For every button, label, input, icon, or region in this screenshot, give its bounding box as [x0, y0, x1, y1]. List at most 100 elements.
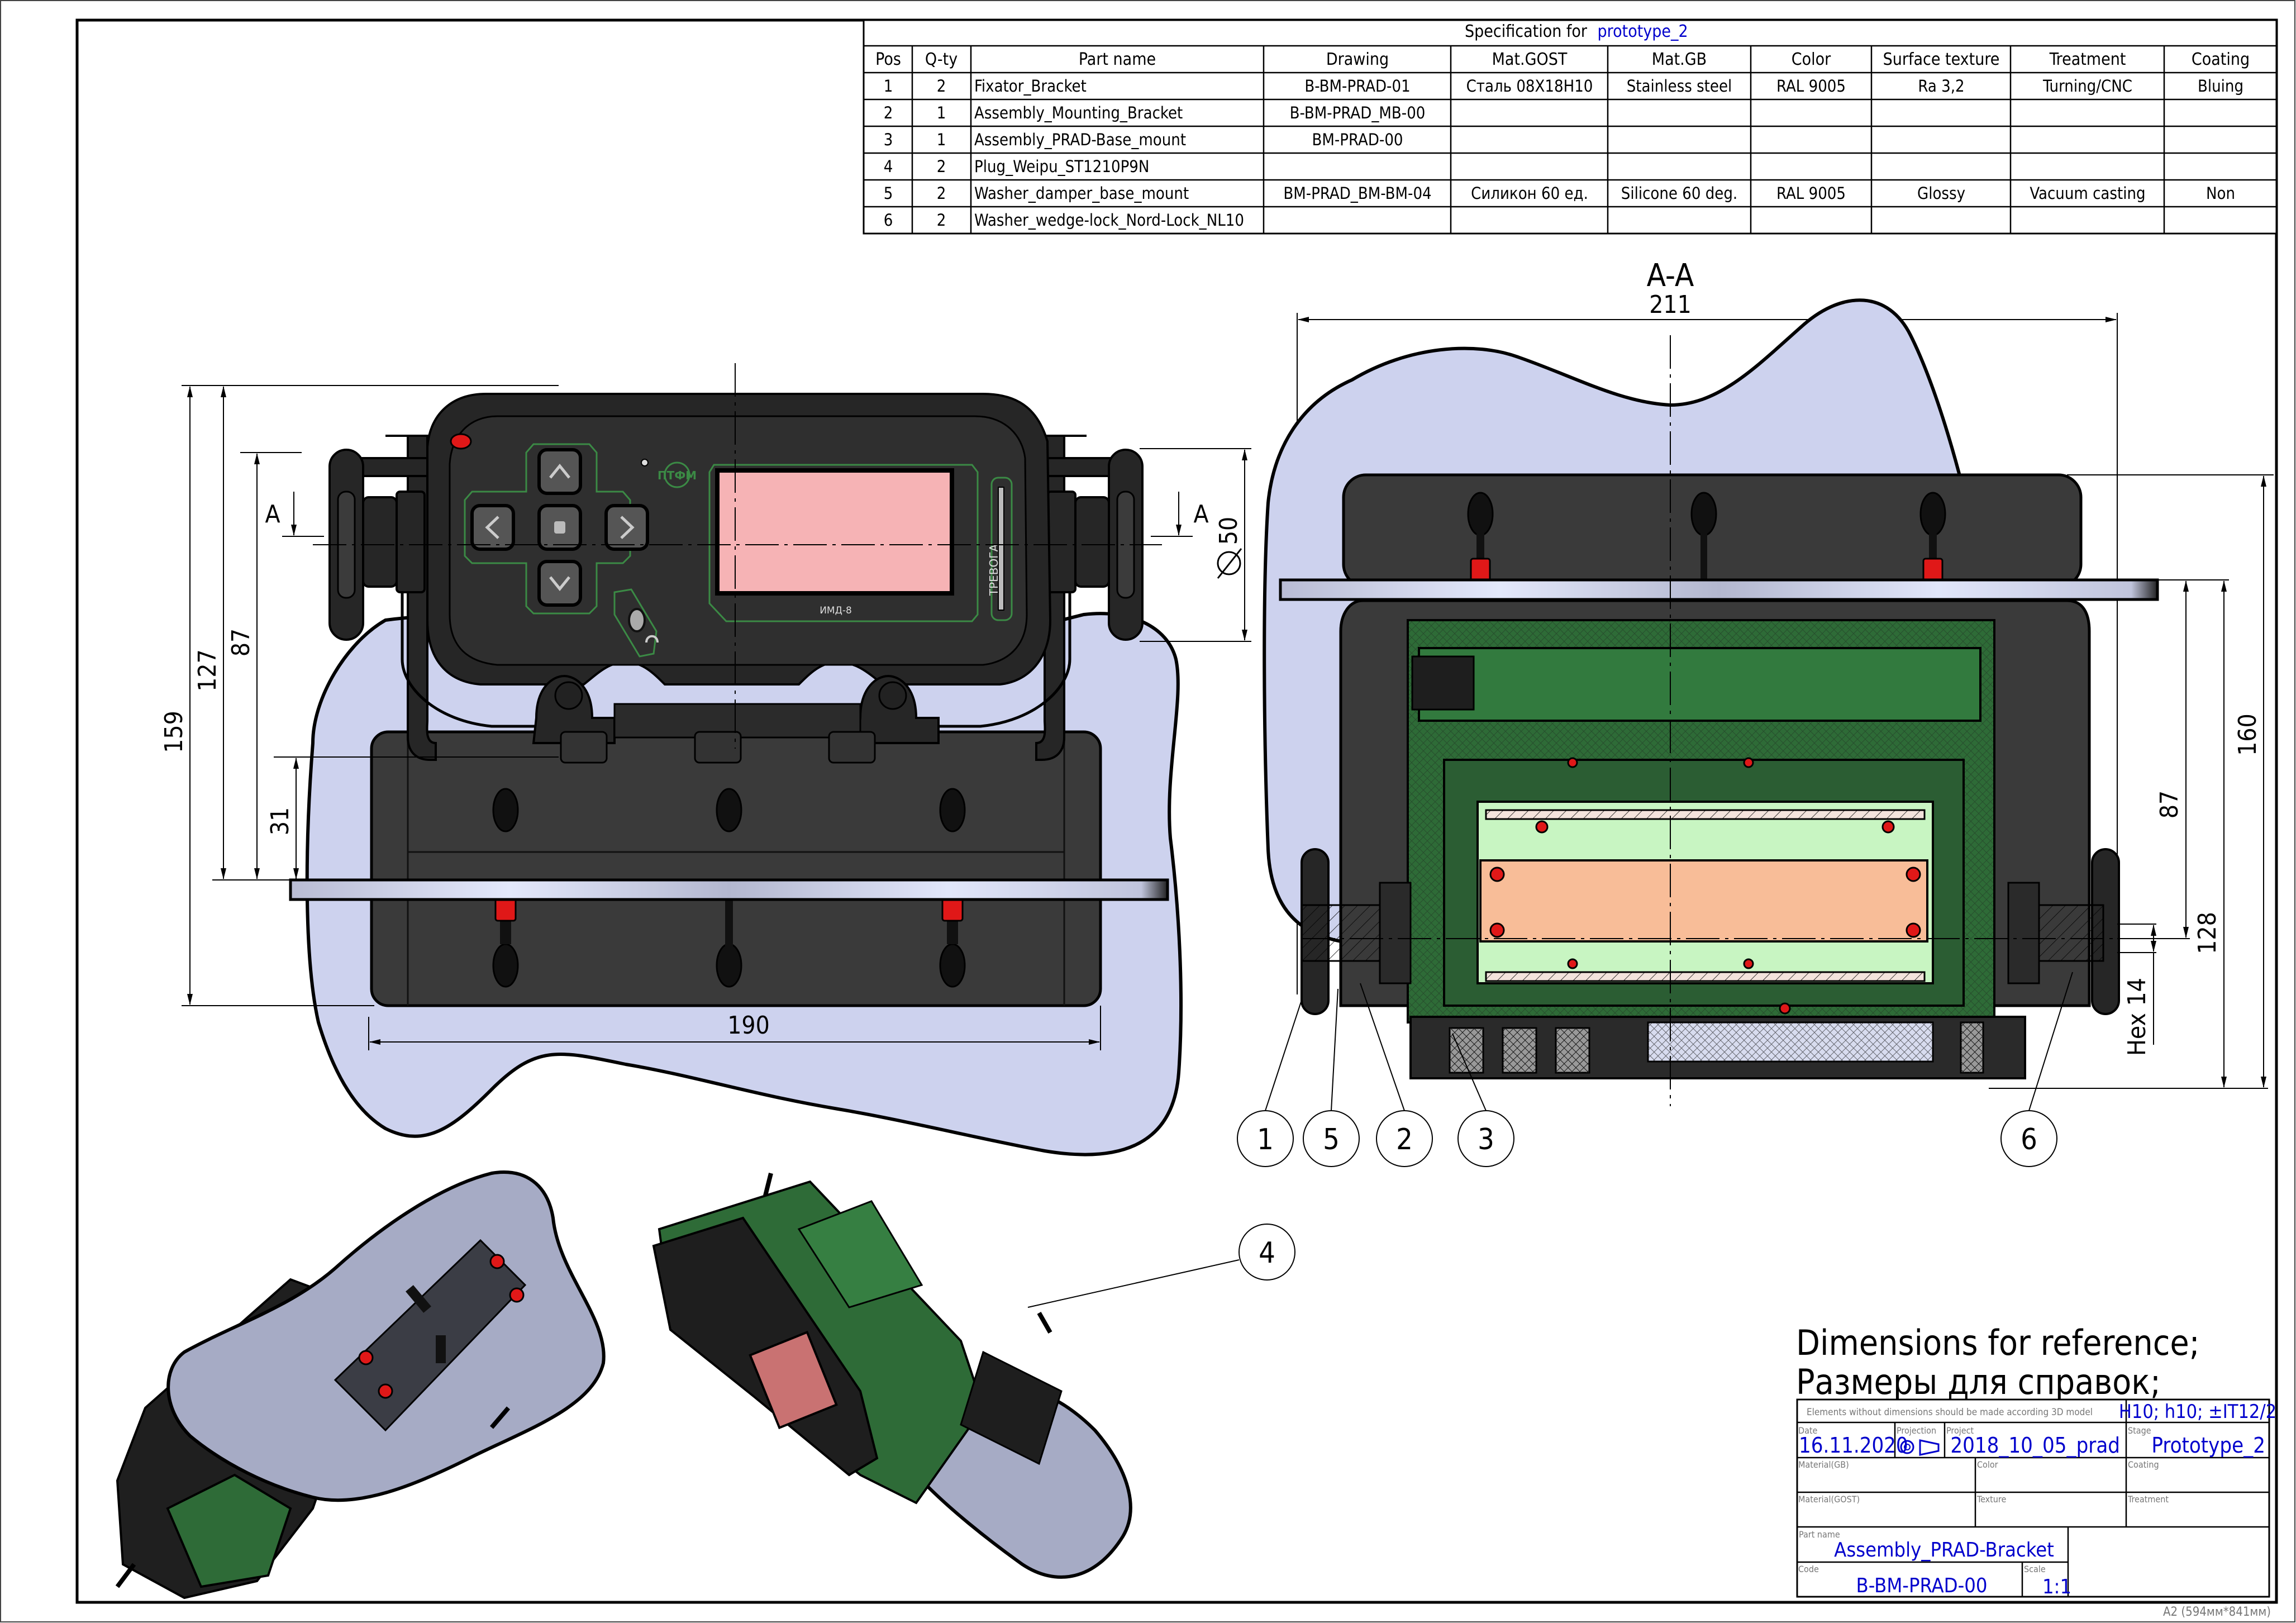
header-pos: Pos	[875, 50, 901, 69]
spec-cell-qty: 1	[937, 130, 946, 149]
red-nut-icon	[1922, 558, 1943, 582]
spec-cell-drawing: BM-PRAD-00	[1312, 130, 1403, 149]
spec-cell-part: Plug_Weipu_ST1210P9N	[974, 157, 1149, 176]
dim-hex-14: Hex 14	[2123, 978, 2151, 1056]
front-view-dimensions: 159 127 87 31 190 50	[160, 385, 1251, 1050]
chevron-left-icon	[485, 516, 499, 539]
note-dimensions-reference-ru: Размеры для справок;	[1796, 1362, 2161, 1402]
alarm-label: ТРЕВОГА	[987, 544, 1001, 597]
spec-cell-pos: 2	[884, 103, 893, 122]
header-drawing: Drawing	[1326, 50, 1389, 69]
key-left[interactable]	[470, 504, 515, 551]
spec-cell-mat-gost: Сталь 08X18H10	[1466, 77, 1593, 96]
chevron-down-icon	[549, 576, 570, 591]
front-view: ПТФМ ИМД-8 ТРЕВОГА	[160, 363, 1251, 1156]
project-label: Project	[1946, 1425, 1974, 1436]
balloons: 1 5 2 3 6 4	[1237, 1110, 2057, 1281]
balloon-6: 6	[2000, 1110, 2057, 1167]
spec-title: Specification for prototype_2	[1465, 22, 1688, 41]
date-value: 16.11.2020	[1799, 1433, 1908, 1458]
section-mark-left: A	[265, 492, 324, 537]
isometric-view-bottom	[115, 1170, 606, 1600]
material-gost-label: Material(GOST)	[1798, 1494, 1860, 1505]
balloon-1: 1	[1237, 1110, 1294, 1167]
chevron-right-icon	[620, 516, 635, 539]
spec-cell-drawing: B-BM-PRAD_MB-00	[1290, 103, 1426, 122]
scale-label: Scale	[2024, 1564, 2046, 1574]
spec-cell-qty: 2	[937, 157, 946, 176]
svg-text:4: 4	[1259, 1236, 1275, 1270]
dim-50: 50	[1214, 517, 1243, 545]
key-up[interactable]	[537, 448, 582, 495]
dim-159: 159	[160, 711, 188, 753]
texture-label: Texture	[1976, 1494, 2006, 1505]
spec-cell-texture: Glossy	[1917, 184, 1965, 203]
spec-cell-mat-gost: Силикон 60 ед.	[1471, 184, 1588, 203]
fixator-brackets	[532, 674, 940, 744]
spec-title-prefix: Specification for	[1465, 22, 1588, 41]
spec-cell-qty: 1	[937, 103, 946, 122]
spec-header-row: Pos Q-ty Part name Drawing Mat.GOST Mat.…	[875, 50, 2250, 69]
coating-label: Coating	[2128, 1459, 2159, 1470]
red-cap-icon	[450, 433, 472, 450]
balloon-5: 5	[1303, 1110, 1360, 1167]
red-nut-icon	[941, 897, 964, 922]
spec-cell-texture: Ra 3,2	[1918, 77, 1964, 96]
brand-logo: ПТФМ	[658, 461, 697, 488]
first-angle-projection-icon	[1900, 1439, 1940, 1456]
section-connectors	[1449, 1021, 1984, 1074]
chevron-up-icon	[549, 464, 570, 479]
jack-icon	[628, 608, 646, 632]
header-mat-gb: Mat.GB	[1652, 50, 1707, 69]
spec-cell-qty: 2	[937, 184, 946, 203]
part-name-value: Assembly_PRAD-Bracket	[1834, 1539, 2054, 1562]
note-dimensions-reference-en: Dimensions for reference;	[1796, 1322, 2200, 1363]
dim-211: 211	[1649, 291, 1692, 319]
spec-cell-color: RAL 9005	[1776, 184, 1846, 203]
red-nut-icon	[494, 897, 517, 922]
device-model-label: ИМД-8	[820, 605, 852, 616]
spec-cell-drawing: BM-PRAD_BM-BM-04	[1283, 184, 1431, 203]
diameter-icon	[1217, 548, 1242, 579]
svg-text:3: 3	[1478, 1123, 1494, 1156]
spec-cell-pos: 1	[884, 77, 893, 96]
section-mark-right: A	[1151, 492, 1209, 537]
section-knob-right	[2007, 848, 2120, 1015]
key-ok[interactable]	[537, 504, 582, 551]
dim-160: 160	[2233, 713, 2262, 756]
part-name-label: Part name	[1799, 1529, 1840, 1540]
keypad	[464, 443, 649, 615]
spec-cell-drawing: B-BM-PRAD-01	[1304, 77, 1410, 96]
spec-cell-coating: Bluing	[2198, 77, 2243, 96]
isometric-view-top	[652, 1173, 1132, 1579]
key-down[interactable]	[537, 560, 582, 607]
svg-text:2: 2	[1396, 1123, 1413, 1156]
spec-cell-coating: Non	[2206, 184, 2235, 203]
specification-table: Specification for prototype_2 Pos Q-ty P…	[863, 19, 2278, 235]
svg-text:A: A	[1193, 500, 1208, 529]
svg-text:6: 6	[2021, 1123, 2037, 1156]
scale-value: 1:1	[2042, 1576, 2071, 1598]
balloon-4: 4	[1238, 1224, 1295, 1281]
headphone-jack[interactable]	[613, 588, 659, 658]
alarm-indicator: ТРЕВОГА	[987, 477, 1013, 621]
spec-cell-part: Washer_damper_base_mount	[974, 184, 1189, 203]
key-right[interactable]	[604, 504, 649, 551]
treatment-label: Treatment	[2127, 1494, 2169, 1505]
balloon-leaders	[1027, 972, 2073, 1308]
base-plate-bar	[289, 878, 1169, 901]
code-value: B-BM-PRAD-00	[1856, 1574, 1987, 1597]
damper-washers	[560, 731, 876, 764]
dim-127: 127	[193, 649, 222, 692]
spec-cell-part: Assembly_PRAD-Base_mount	[974, 130, 1186, 149]
dim-31: 31	[266, 807, 294, 835]
sheet-format-label: A2 (594мм*841мм)	[2163, 1605, 2271, 1619]
section-red-screws	[1489, 757, 1921, 1015]
code-label: Code	[1798, 1564, 1819, 1574]
display-screen	[715, 468, 954, 596]
